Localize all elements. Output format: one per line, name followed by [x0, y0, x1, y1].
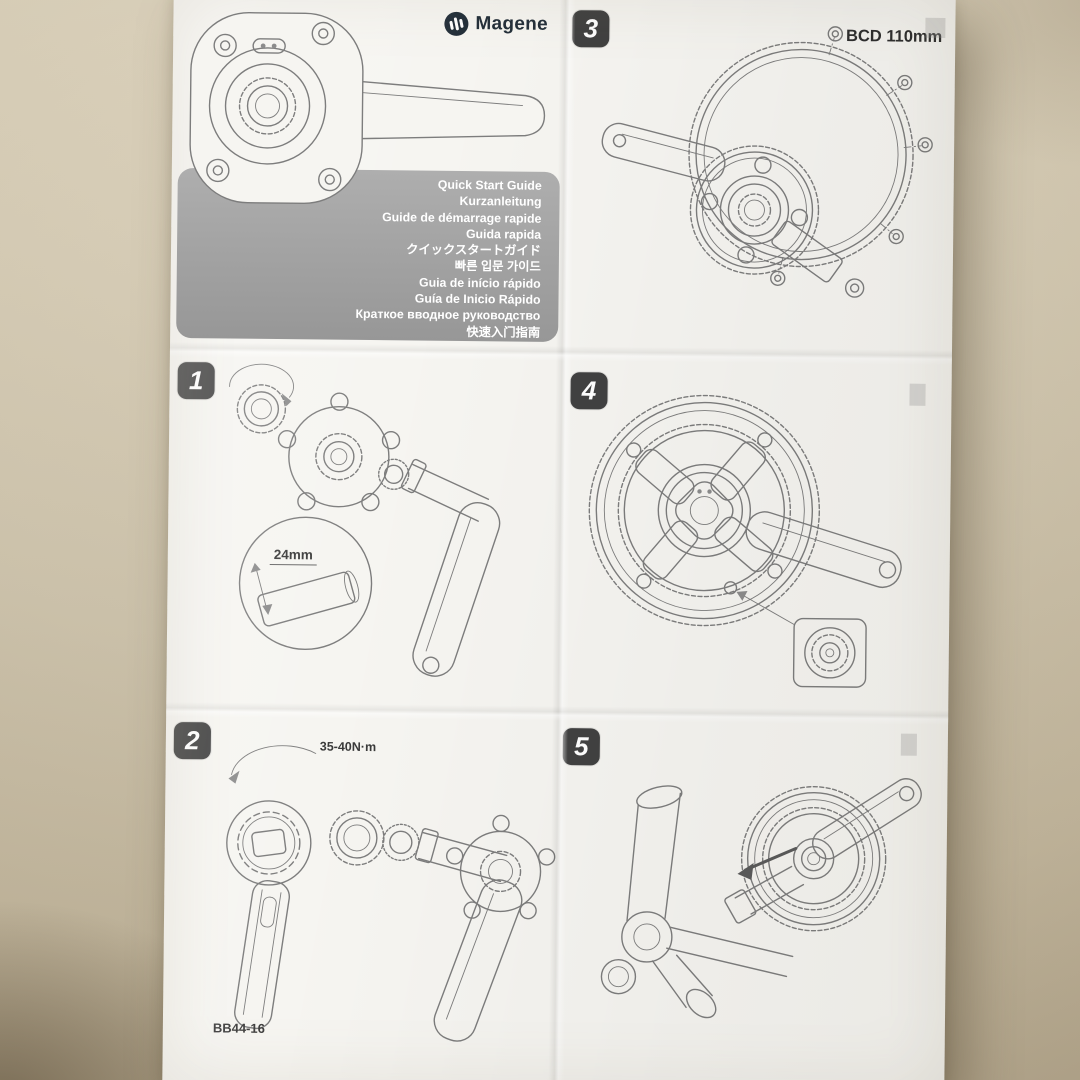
step4-panel: 4 [557, 354, 952, 718]
torque-arrow [228, 745, 317, 784]
step5-illustration [600, 778, 922, 1019]
step3-illustration [601, 26, 933, 298]
spindle-diameter-label: 24mm [269, 546, 317, 566]
bike-frame-drawing [621, 785, 794, 1019]
step3-panel: 3 BCD 110mm [561, 0, 956, 358]
step-number: 1 [188, 365, 204, 396]
crank-arm-drawing [412, 502, 501, 677]
cover-panel: Quick Start Guide Kurzanleitung Guide de… [170, 0, 565, 354]
insertion-arrow [737, 846, 798, 881]
spindle-diameter-inset [238, 516, 373, 651]
spindle-drawing [724, 865, 805, 924]
bb-tool-model-label: BB44-16 [212, 1020, 265, 1036]
step-number-badge: 4 [570, 372, 608, 410]
step-number: 5 [573, 731, 589, 762]
step-number-badge: 2 [173, 721, 212, 760]
lockring-drawing [236, 384, 287, 434]
spindle-drawing [414, 828, 508, 883]
spider-plate-drawing [189, 12, 364, 205]
spider-arms-drawing [626, 432, 783, 589]
print-mark [925, 17, 946, 39]
torque-spec-label: 35-40N·m [319, 739, 377, 755]
step-number: 2 [184, 725, 200, 756]
step5-panel: 5 [553, 714, 948, 1080]
crankset-drawing [740, 778, 922, 932]
chainring-bolts [770, 26, 933, 286]
step-number-badge: 3 [572, 10, 610, 48]
crank-bolt-inset [723, 581, 867, 688]
spindle-drawing [400, 458, 490, 522]
brand-logo: Magene [443, 11, 548, 38]
step1-illustration [229, 363, 501, 677]
bearing-cup-drawing [600, 958, 637, 995]
magene-logo-icon [444, 11, 469, 36]
title-line: 快速入门指南 [466, 324, 541, 340]
spider-drawing [445, 814, 556, 920]
bb-wrench-drawing [226, 800, 312, 1030]
step4-illustration [588, 394, 902, 688]
step2-panel: 2 35-40N·m BB44-16 [162, 710, 557, 1080]
step-number: 3 [583, 13, 599, 44]
crank-bolt [844, 278, 865, 298]
crank-arm-drawing [433, 879, 523, 1042]
wave-washer-drawing [382, 823, 420, 862]
crank-bolt [849, 283, 860, 293]
lockring-drawing [329, 810, 385, 866]
bcd-dimension-label: BCD 110mm [845, 26, 943, 46]
wave-washer-drawing [377, 458, 410, 490]
spider-drawing [277, 392, 401, 512]
spindle-drawing [771, 220, 843, 283]
small-chainring-drawing [689, 145, 820, 275]
step2-illustration [226, 745, 556, 1042]
large-chainring-drawing [688, 41, 914, 268]
power-meter-hub-drawing [657, 463, 752, 558]
spider-drawing [700, 156, 809, 264]
step-number-badge: 5 [562, 728, 601, 766]
cover-illustration [189, 12, 546, 205]
step1-panel: 1 24mm [166, 350, 561, 714]
quick-start-guide-leaflet: Quick Start Guide Kurzanleitung Guide de… [162, 0, 956, 1080]
chainrings-drawing [588, 394, 821, 627]
crank-arm-drawing [745, 511, 902, 589]
step-number-badge: 1 [177, 361, 215, 400]
print-mark [909, 383, 926, 406]
step-number: 4 [581, 375, 597, 406]
print-mark [900, 733, 917, 756]
